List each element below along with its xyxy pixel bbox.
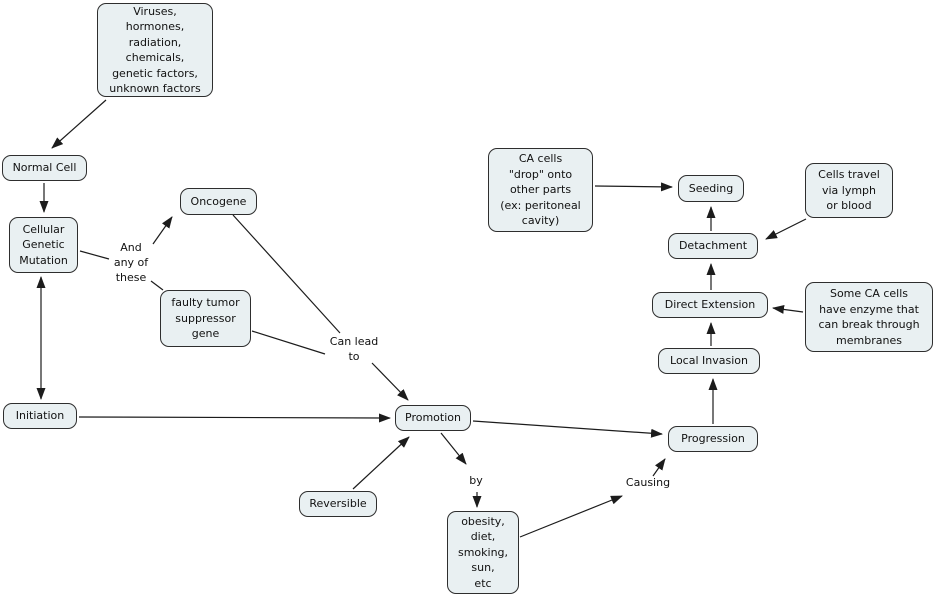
- node-initiation[interactable]: Initiation: [3, 403, 77, 429]
- node-cells-travel-lymph-blood[interactable]: Cells travel via lymph or blood: [805, 163, 893, 218]
- arrow-promoters-to-causing-label: [519, 495, 623, 538]
- node-seeding[interactable]: Seeding: [678, 175, 744, 202]
- node-progression[interactable]: Progression: [668, 426, 758, 452]
- node-promoters-obesity-diet[interactable]: obesity, diet, smoking, sun, etc: [447, 511, 519, 594]
- edge-label-causing[interactable]: Causing: [625, 476, 671, 489]
- arrow-cells-travel-to-detachment: [765, 218, 807, 240]
- node-local-invasion[interactable]: Local Invasion: [658, 348, 760, 374]
- node-oncogene[interactable]: Oncogene: [180, 188, 257, 215]
- arrow-causing-label-to-progression: [652, 458, 666, 477]
- line-faulty-gene-to-can-lead-label: [251, 330, 326, 355]
- arrow-factors-to-normal-cell: [51, 99, 107, 149]
- arrow-enzyme-to-direct-extension: [772, 304, 804, 314]
- node-causative-factors[interactable]: Viruses, hormones, radiation, chemicals,…: [97, 3, 213, 97]
- node-promotion[interactable]: Promotion: [395, 405, 471, 431]
- arrow-promotion-to-by-label: [440, 432, 467, 465]
- node-enzyme-break-membranes[interactable]: Some CA cells have enzyme that can break…: [805, 282, 933, 352]
- node-reversible[interactable]: Reversible: [299, 491, 377, 517]
- edge-label-can-lead-to[interactable]: Can lead to: [329, 335, 379, 363]
- node-direct-extension[interactable]: Direct Extension: [652, 292, 768, 318]
- node-cellular-genetic-mutation[interactable]: Cellular Genetic Mutation: [9, 217, 78, 273]
- arrow-initiation-to-promotion: [78, 413, 391, 423]
- node-faulty-tumor-suppressor-gene[interactable]: faulty tumor suppressor gene: [160, 290, 251, 347]
- arrow-promotion-to-progression: [472, 420, 663, 438]
- node-ca-cells-drop[interactable]: CA cells "drop" onto other parts (ex: pe…: [488, 148, 593, 232]
- arrow-ca-cells-drop-to-seeding: [594, 182, 673, 192]
- arrow-reversible-to-promotion: [352, 436, 410, 490]
- edge-label-by[interactable]: by: [469, 474, 483, 487]
- edge-label-and-any-of-these[interactable]: And any of these: [113, 241, 149, 284]
- arrow-can-lead-label-to-promotion: [371, 362, 409, 401]
- node-detachment[interactable]: Detachment: [668, 233, 758, 259]
- node-normal-cell[interactable]: Normal Cell: [2, 155, 87, 181]
